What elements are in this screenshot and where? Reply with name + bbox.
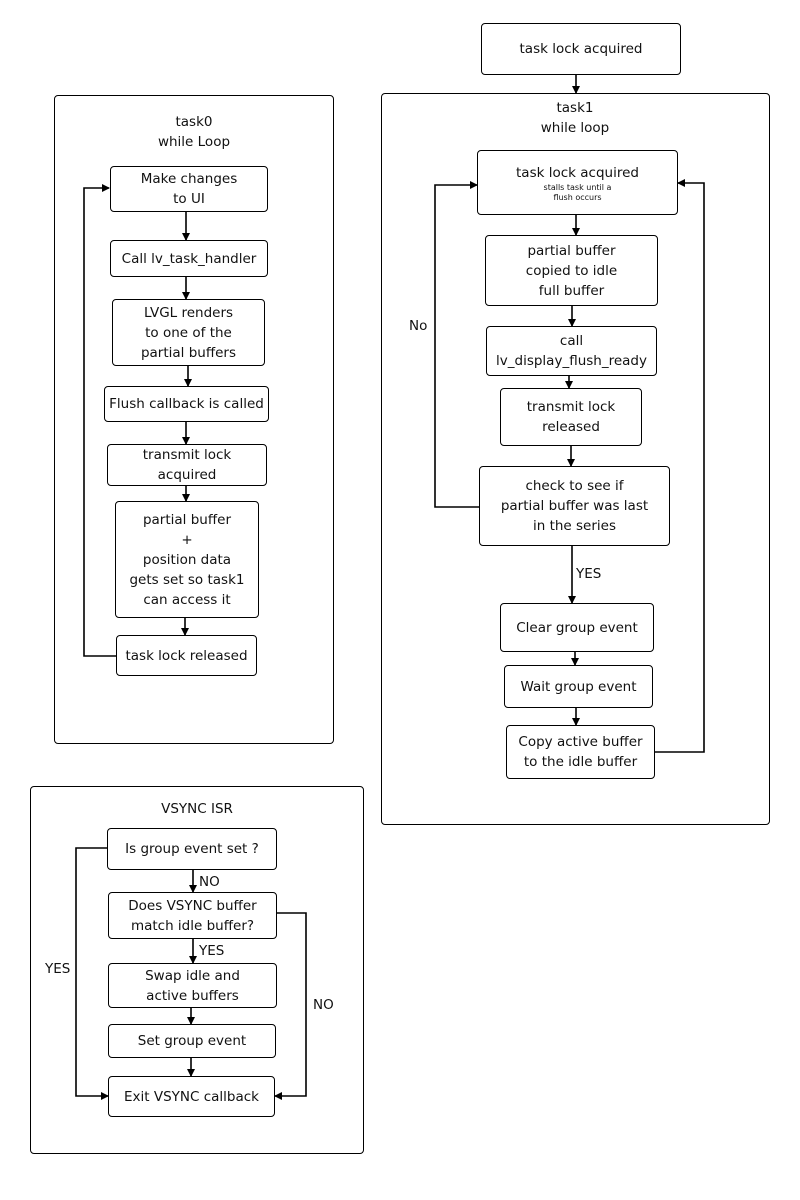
box-line: transmit lock	[142, 447, 232, 463]
clear-group-event-box: Clear group event	[500, 603, 654, 652]
no-label: NO	[199, 874, 220, 890]
box-line: partial buffers	[140, 344, 237, 361]
task-lock-acquired-entry-box: task lock acquired	[481, 23, 681, 75]
box-line: Set group event	[137, 1033, 247, 1049]
no-path-line	[274, 912, 307, 1100]
box-line: transmit lock	[526, 399, 616, 415]
box-line: call	[559, 333, 584, 349]
box-line: Wait group event	[520, 678, 637, 695]
box-line: in the series	[532, 518, 617, 534]
task1-title: task1 while loop	[475, 98, 675, 138]
task0-title: task0 while Loop	[54, 112, 334, 152]
box-line: partial buffer	[527, 242, 616, 259]
no-label: No	[409, 318, 428, 334]
box-line: match idle buffer?	[130, 917, 255, 934]
no-loop-line	[434, 181, 479, 508]
call-task-handler-box: Call lv_task_handler	[110, 240, 268, 277]
task1-title-line: task1	[556, 100, 594, 116]
set-group-event-box: Set group event	[108, 1024, 276, 1058]
exit-vsync-callback-box: Exit VSYNC callback	[108, 1076, 275, 1117]
box-line: to UI	[173, 191, 205, 207]
swap-buffers-box: Swap idle and active buffers	[108, 963, 277, 1008]
box-line: check to see if	[525, 478, 624, 494]
box-line: Copy active buffer	[518, 734, 643, 750]
box-line: Flush callback is called	[109, 396, 264, 412]
make-changes-box: Make changes to UI	[110, 166, 268, 212]
task1-title-line: while loop	[540, 120, 610, 136]
box-line: Is group event set ?	[125, 841, 259, 857]
box-line: task lock acquired	[519, 41, 643, 57]
box-line: gets set so task1	[129, 571, 245, 588]
box-line: can access it	[143, 591, 231, 608]
transmit-lock-acquired-box: transmit lock acquired	[107, 444, 267, 486]
box-line: lv_display_flush_ready	[496, 353, 647, 369]
task-lock-released-box: task lock released	[116, 635, 257, 676]
box-line: Swap idle and	[145, 967, 240, 984]
box-line: Does VSYNC buffer	[128, 897, 257, 914]
yes-label: YES	[576, 566, 602, 582]
flush-ready-box: call lv_display_flush_ready	[486, 326, 657, 376]
no-label: NO	[313, 997, 334, 1013]
box-line: Make changes	[140, 171, 238, 187]
box-line: released	[542, 419, 600, 435]
box-line: copied to idle	[525, 262, 618, 279]
copy-active-buffer-box: Copy active buffer to the idle buffer	[506, 725, 655, 779]
box-line: LVGL renders	[143, 304, 234, 321]
box-line: +	[181, 531, 193, 548]
vsync-title: VSYNC ISR	[30, 799, 364, 819]
box-line: acquired	[157, 467, 217, 483]
box-line: Clear group event	[516, 619, 638, 636]
box-line: to one of the	[145, 324, 232, 341]
yes-path-line	[75, 847, 109, 1100]
check-last-partial-box: check to see if partial buffer was last …	[479, 466, 670, 546]
task0-title-line: while Loop	[157, 134, 231, 150]
box-line: to the idle buffer	[523, 754, 638, 770]
yes-label: YES	[45, 961, 71, 977]
partial-buffer-copied-box: partial buffer copied to idle full buffe…	[485, 235, 658, 306]
lvgl-renders-box: LVGL renders to one of the partial buffe…	[112, 299, 265, 366]
yes-label: YES	[199, 943, 225, 959]
is-group-event-set-box: Is group event set ?	[107, 828, 277, 870]
task0-title-line: task0	[175, 114, 213, 130]
box-line: full buffer	[538, 282, 605, 299]
flush-callback-box: Flush callback is called	[104, 386, 269, 422]
box-line: task lock released	[125, 647, 248, 664]
transmit-lock-released-box: transmit lock released	[500, 388, 642, 446]
vsync-title-text: VSYNC ISR	[161, 801, 233, 817]
vsync-frame	[30, 786, 364, 1154]
task0-frame	[54, 95, 334, 744]
box-line: task lock acquired	[516, 164, 639, 181]
does-vsync-match-box: Does VSYNC buffer match idle buffer?	[108, 892, 277, 939]
box-line: Call lv_task_handler	[121, 250, 257, 267]
box-line: partial buffer was last	[500, 498, 649, 514]
task-lock-acquired-box: task lock acquired stalls task until a f…	[477, 150, 678, 215]
partial-buffer-set-box: partial buffer + position data gets set …	[115, 501, 259, 618]
box-line: partial buffer	[142, 511, 232, 528]
wait-group-event-box: Wait group event	[504, 665, 653, 708]
loop-back-line	[655, 179, 705, 753]
loop-back-line	[83, 184, 116, 657]
box-line: active buffers	[146, 987, 239, 1004]
box-note: flush occurs	[553, 192, 602, 202]
box-line: Exit VSYNC callback	[124, 1088, 259, 1105]
box-line: position data	[142, 551, 232, 568]
box-note: stalls task until a	[543, 182, 612, 192]
